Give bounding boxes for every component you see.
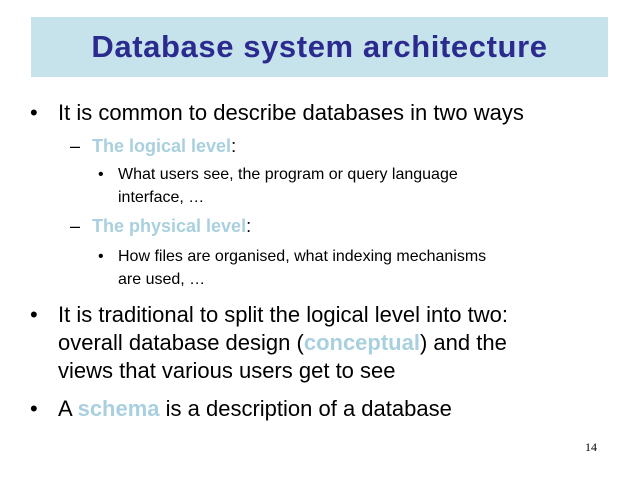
line-2-suffix: ) and the [419,330,507,355]
bullet-marker: • [98,166,104,183]
bullet-3-suffix: is a description of a database [159,396,452,421]
logical-level-highlight: The logical level [92,136,232,156]
dash-marker: – [70,216,81,236]
bullet-1-text: It is common to describe databases in tw… [58,100,524,125]
physical-level-highlight: The physical level [92,216,247,236]
bullet-2-line-3: views that various users get to see [58,358,396,383]
subitem-text: The physical level: [92,216,251,237]
title-bar: Database system architecture [31,17,608,77]
page-number: 14 [585,440,597,454]
subitem-text: The logical level: [92,136,236,157]
bullet-marker: • [98,248,104,265]
logical-detail-line-1: What users see, the program or query lan… [118,166,458,183]
bullet-2-line-1: It is traditional to split the logical l… [58,302,509,327]
bullet-marker: • [30,302,38,327]
conceptual-highlight: conceptual [303,330,420,355]
logical-level-colon: : [231,136,237,156]
bullet-3-text: A schema is a description of a database [58,396,452,422]
bullet-marker: • [30,396,38,421]
physical-detail-line-1: How files are organised, what indexing m… [118,248,487,265]
logical-detail-line-2: interface, … [118,189,205,206]
bullet-marker: • [30,100,38,125]
physical-detail-line-2: are used, … [118,271,206,288]
physical-level-colon: : [246,216,252,236]
schema-highlight: schema [77,396,160,421]
slide-title: Database system architecture [91,29,548,64]
bullet-3-prefix: A [58,396,78,421]
bullet-2-line-2: overall database design (conceptual) and… [58,330,507,356]
dash-marker: – [70,136,81,156]
line-2-prefix: overall database design ( [58,330,304,355]
